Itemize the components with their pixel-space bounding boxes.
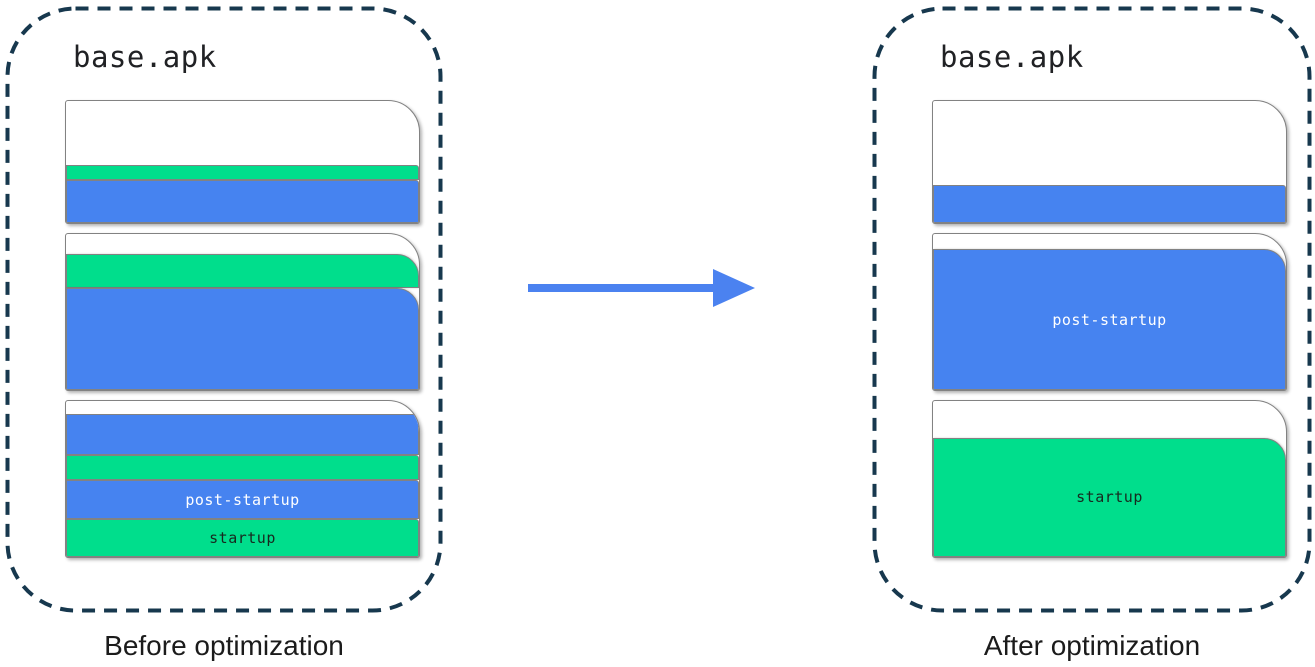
panel-before-optimization: base.apk classes3.dex classes2.dex class… xyxy=(5,6,443,613)
box-classes2-dex: classes2.dex xyxy=(65,233,420,391)
panel-after-optimization: base.apk classes3.dex classes2.dex post-… xyxy=(872,6,1312,613)
apk-title: base.apk xyxy=(73,40,217,74)
dashed-apk-outline xyxy=(872,6,1312,613)
segment-post-startup: post-startup xyxy=(66,480,419,520)
caption-before-optimization: Before optimization xyxy=(104,630,344,661)
caption-after-optimization: After optimization xyxy=(983,630,1201,661)
segment-empty xyxy=(933,401,1286,438)
segment-label: startup xyxy=(209,529,276,548)
segment-startup: startup xyxy=(66,519,419,557)
dex-file-segments: post-startup xyxy=(933,234,1286,390)
dex-file-stack: classes3.dex classes2.dex post-startup c… xyxy=(932,100,1287,558)
segment-post-startup: post-startup xyxy=(933,249,1286,390)
segment-label: startup xyxy=(1076,488,1143,507)
segment-label: post-startup xyxy=(185,490,300,509)
segment-label: post-startup xyxy=(1052,310,1167,329)
box-classes3-dex: classes3.dex xyxy=(65,100,420,224)
segment-post-startup xyxy=(66,179,419,223)
segment-empty xyxy=(933,234,1286,249)
segment-empty xyxy=(933,101,1286,185)
dex-file-segments xyxy=(66,101,419,223)
dex-file-segments xyxy=(933,101,1286,223)
segment-startup xyxy=(66,253,419,288)
segment-empty xyxy=(66,401,419,414)
segment-post-startup xyxy=(933,185,1286,223)
arrow-right-icon xyxy=(528,269,755,307)
box-classes-dex: classes.dex startup xyxy=(932,400,1287,558)
dex-file-segments xyxy=(66,234,419,390)
apk-title: base.apk xyxy=(940,40,1084,74)
box-classes3-dex: classes3.dex xyxy=(932,100,1287,224)
box-classes2-dex: classes2.dex post-startup xyxy=(932,233,1287,391)
segment-startup xyxy=(66,164,419,180)
segment-empty xyxy=(66,101,419,165)
dex-file-segments: post-startup startup xyxy=(66,401,419,557)
segment-empty xyxy=(66,234,419,254)
dashed-apk-outline xyxy=(5,6,443,613)
segment-post-startup xyxy=(66,414,419,455)
dex-file-stack: classes3.dex classes2.dex classes.dex po… xyxy=(65,100,420,558)
dex-file-segments: startup xyxy=(933,401,1286,557)
segment-post-startup xyxy=(66,287,419,390)
segment-startup xyxy=(66,454,419,481)
segment-startup: startup xyxy=(933,437,1286,557)
